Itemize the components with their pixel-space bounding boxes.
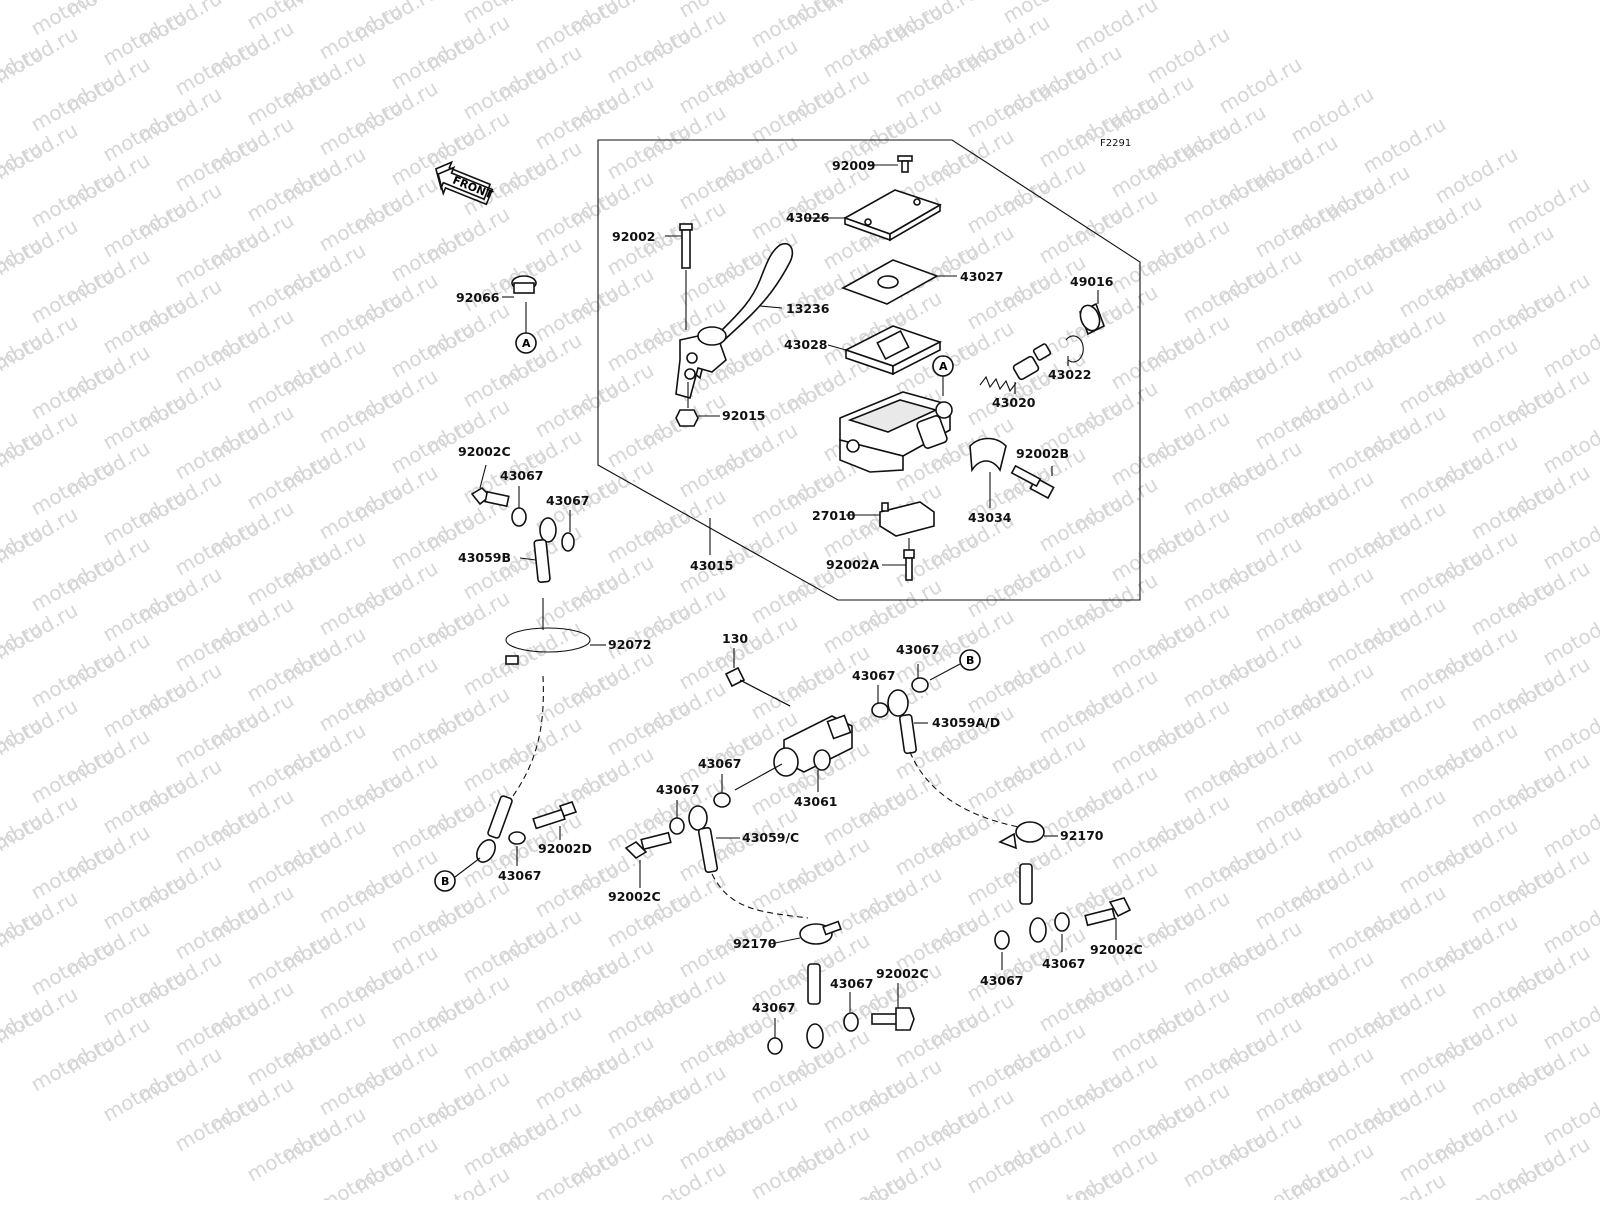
watermark-text: motod.ru bbox=[1035, 1162, 1126, 1200]
label-43059c: 43059/C bbox=[742, 830, 799, 845]
label-49016: 49016 bbox=[1070, 274, 1114, 289]
label-92002b: 92002B bbox=[1016, 446, 1069, 461]
label-43020: 43020 bbox=[992, 395, 1036, 410]
watermark-text: motod.ru bbox=[0, 904, 46, 971]
watermark-text: motod.ru bbox=[819, 1168, 910, 1200]
label-27010: 27010 bbox=[812, 508, 856, 523]
screw-92009 bbox=[870, 156, 912, 172]
label-92002d: 92002D bbox=[538, 841, 592, 856]
figure-code: F2291 bbox=[1100, 138, 1131, 149]
label-92002c-top: 92002C bbox=[458, 444, 511, 459]
watermark-text: motod.ru bbox=[0, 616, 46, 683]
watermark-text: motod.ru bbox=[0, 136, 46, 203]
label-43067-h: 43067 bbox=[830, 976, 874, 991]
label-43067-i: 43067 bbox=[752, 1000, 796, 1015]
label-43034: 43034 bbox=[968, 510, 1012, 525]
label-43067-d: 43067 bbox=[896, 642, 940, 657]
label-92170-bottom: 92170 bbox=[733, 936, 777, 951]
watermark-text: motod.ru bbox=[963, 1132, 1054, 1199]
label-43067-g: 43067 bbox=[498, 868, 542, 883]
label-43067-c: 43067 bbox=[852, 668, 896, 683]
label-92170-right: 92170 bbox=[1060, 828, 1104, 843]
label-92002c-left: 92002C bbox=[608, 889, 661, 904]
watermark-text: motod.ru bbox=[171, 1090, 262, 1157]
watermark-text: motod.ru bbox=[1251, 1156, 1342, 1200]
ref-a-left-text: A bbox=[522, 337, 531, 350]
label-43059b: 43059B bbox=[458, 550, 511, 565]
watermark-text: motod.ru bbox=[1179, 1126, 1270, 1193]
label-43027: 43027 bbox=[960, 269, 1004, 284]
watermark-text: motod.ru bbox=[0, 520, 46, 587]
label-43061: 43061 bbox=[794, 794, 838, 809]
washer-43067-a bbox=[512, 486, 526, 526]
watermark-text: motod.ru bbox=[0, 1000, 46, 1067]
watermark-text: motod.ru bbox=[0, 232, 46, 299]
watermark-text: motod.ru bbox=[1467, 1150, 1558, 1200]
label-92002c-right: 92002C bbox=[1090, 942, 1143, 957]
label-43067-f: 43067 bbox=[656, 782, 700, 797]
label-92009: 92009 bbox=[832, 158, 876, 173]
watermark-text: motod.ru bbox=[243, 1120, 334, 1187]
ref-b-right-text: B bbox=[966, 654, 974, 667]
watermark-text: motod.ru bbox=[531, 1144, 622, 1200]
label-43026: 43026 bbox=[786, 210, 830, 225]
watermark-text: motod.ru bbox=[711, 0, 802, 4]
label-92015: 92015 bbox=[722, 408, 766, 423]
watermark-text: motod.ru bbox=[0, 328, 46, 395]
label-43067-e: 43067 bbox=[698, 756, 742, 771]
label-13236: 13236 bbox=[786, 301, 830, 316]
watermark-text: motod.ru bbox=[27, 1030, 118, 1097]
watermark-text: motod.ru bbox=[0, 0, 46, 10]
label-43067-k: 43067 bbox=[1042, 956, 1086, 971]
label-43067-j: 43067 bbox=[980, 973, 1024, 988]
ref-a-text: A bbox=[939, 360, 948, 373]
watermark-text: motod.ru bbox=[0, 712, 46, 779]
watermark-text: motod.ru bbox=[315, 1150, 406, 1200]
ref-b-left-text: B bbox=[441, 875, 449, 888]
watermark-text: motod.ru bbox=[99, 1060, 190, 1127]
label-43022: 43022 bbox=[1048, 367, 1092, 382]
label-43067-b: 43067 bbox=[546, 493, 590, 508]
label-92066: 92066 bbox=[456, 290, 500, 305]
watermark-text: motod.ru bbox=[0, 424, 46, 491]
label-92072: 92072 bbox=[608, 637, 652, 652]
label-43028: 43028 bbox=[784, 337, 828, 352]
label-43067-a: 43067 bbox=[500, 468, 544, 483]
watermark-text: motod.ru bbox=[0, 808, 46, 875]
label-92002a: 92002A bbox=[826, 557, 879, 572]
label-92002c-bottom: 92002C bbox=[876, 966, 929, 981]
label-43015: 43015 bbox=[690, 558, 734, 573]
ref-marker-a-left: A bbox=[516, 333, 536, 353]
label-92002: 92002 bbox=[612, 229, 656, 244]
label-43059ad: 43059A/D bbox=[932, 715, 1000, 730]
label-130: 130 bbox=[722, 631, 748, 646]
watermark-text: motod.ru bbox=[0, 40, 46, 107]
